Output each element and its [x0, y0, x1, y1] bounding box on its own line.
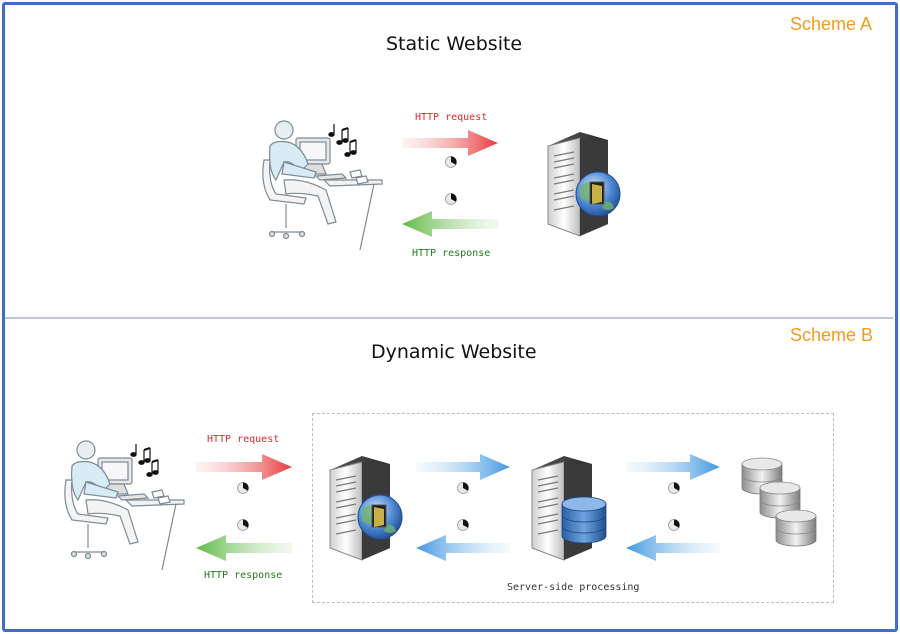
internal-request-arrow-1 [416, 454, 510, 480]
clock-icon-a2 [445, 193, 458, 205]
user-at-computer-icon-a [261, 120, 383, 251]
server-side-processing-label: Server-side processing [507, 582, 640, 593]
internal-request-arrow-2 [626, 454, 720, 480]
clock-icon-b2 [237, 519, 250, 531]
request-arrow-a [402, 130, 498, 156]
clock-icon-b1 [237, 482, 250, 494]
clock-icon-a1 [445, 156, 458, 168]
http-response-label-a: HTTP response [412, 248, 491, 259]
scheme-a-label: Scheme A [790, 14, 873, 34]
http-request-label-a: HTTP request [415, 112, 488, 123]
response-arrow-a [402, 211, 498, 237]
scheme-a-title: Static Website [386, 33, 523, 55]
user-at-computer-icon-b [63, 440, 185, 571]
scheme-b-label: Scheme B [790, 325, 874, 345]
database-server-icon [531, 455, 607, 561]
response-arrow-b [196, 535, 292, 561]
internal-response-arrow-2 [626, 535, 720, 561]
http-request-label-b: HTTP request [207, 434, 280, 445]
http-response-label-b: HTTP response [204, 570, 283, 581]
internal-response-arrow-1 [416, 535, 510, 561]
server-side-processing-box [312, 413, 834, 603]
section-divider [5, 317, 893, 319]
web-server-icon-a [547, 131, 621, 237]
scheme-b-title: Dynamic Website [371, 341, 537, 363]
request-arrow-b [196, 454, 292, 480]
